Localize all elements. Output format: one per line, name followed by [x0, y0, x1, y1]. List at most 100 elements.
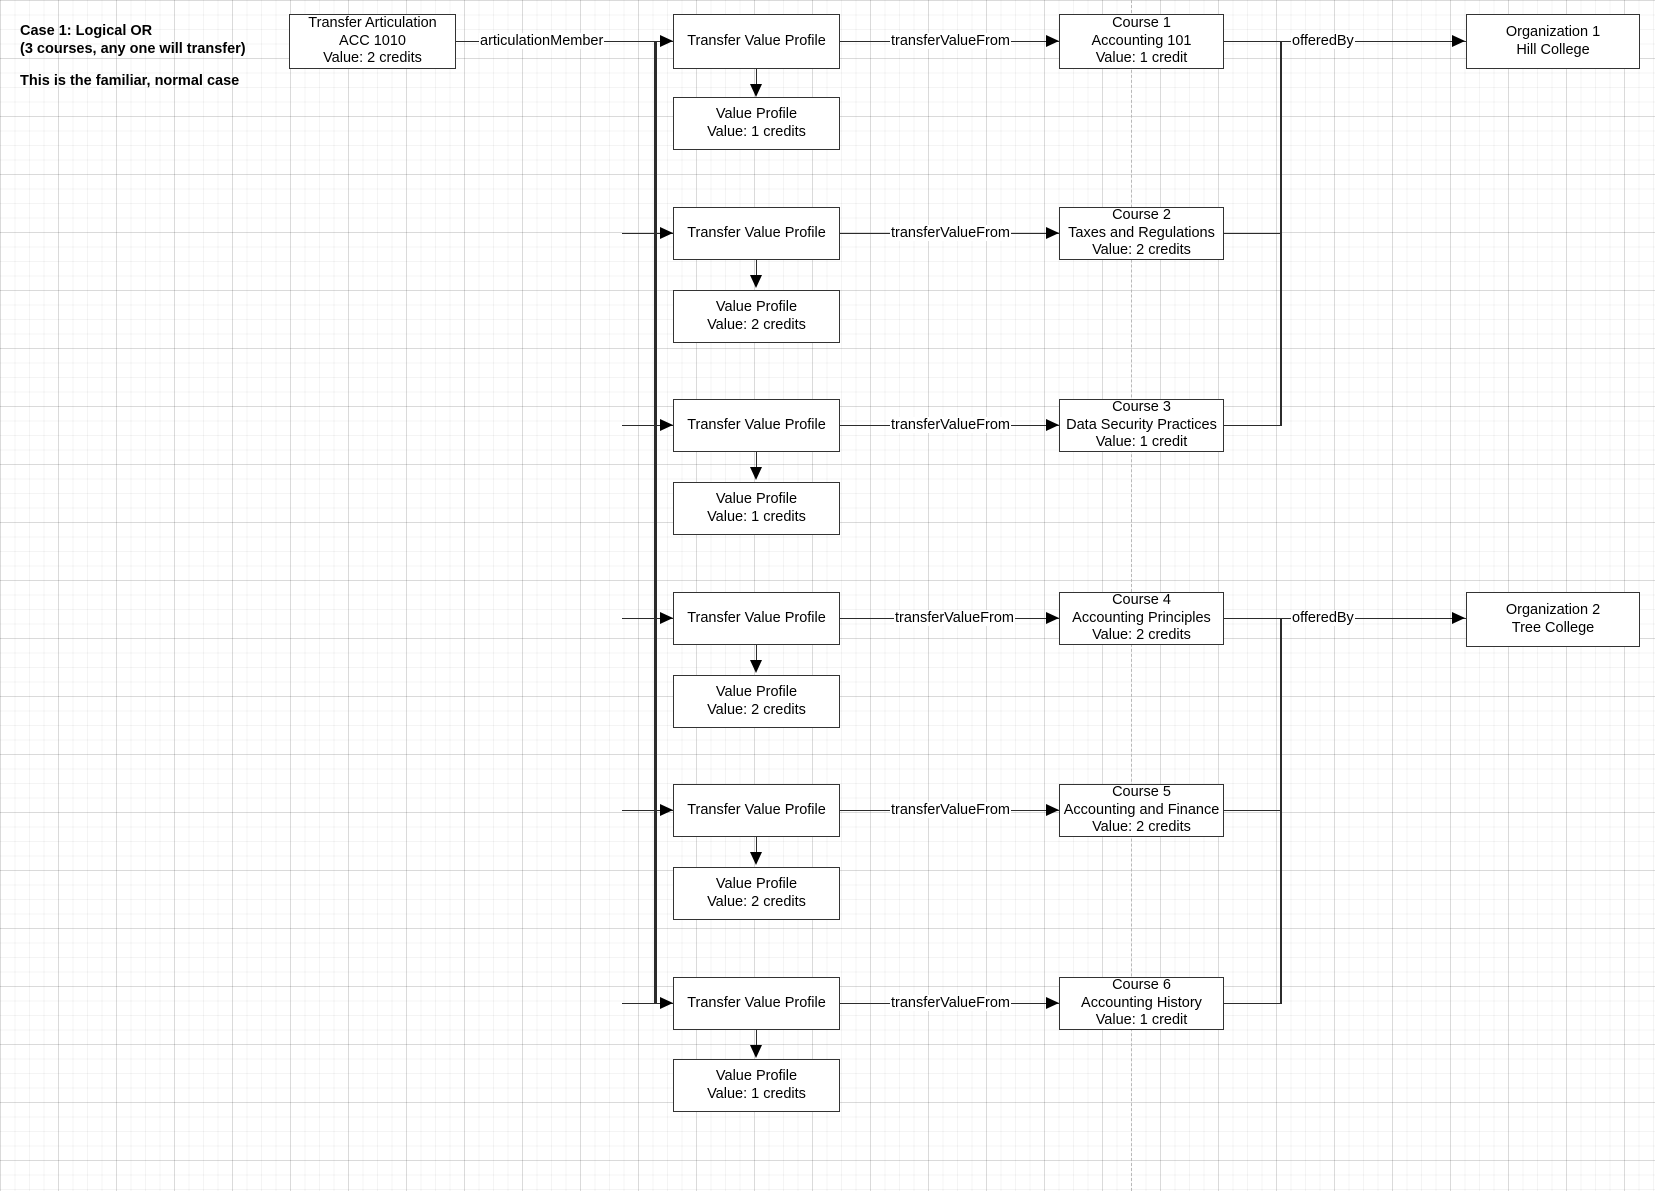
node-transfer-value-profile-6[interactable]: Transfer Value Profile	[673, 977, 840, 1030]
trunk-branch-row-5	[622, 809, 673, 812]
arrowhead-into-organization-2	[1452, 611, 1465, 624]
tvp-label-2: Transfer Value Profile	[687, 224, 826, 241]
course-line3-2: Value: 2 credits	[1092, 242, 1191, 259]
arrowhead-into-tvp-4	[660, 611, 673, 624]
edge-label-transfer-value-from-6: transferValueFrom	[890, 995, 1011, 1011]
node-transfer-value-profile-4[interactable]: Transfer Value Profile	[673, 592, 840, 645]
course-line2-6: Accounting History	[1081, 994, 1202, 1011]
edge-label-transfer-value-from-2: transferValueFrom	[890, 225, 1011, 241]
vp-line2-6: Value: 1 credits	[707, 1085, 806, 1102]
edge-label-transfer-value-from-1: transferValueFrom	[890, 33, 1011, 49]
org-1-collector-vertical	[1280, 40, 1282, 426]
node-value-profile-4[interactable]: Value Profile Value: 2 credits	[673, 675, 840, 728]
arrowhead-into-vp-3	[750, 467, 762, 480]
arrowhead-into-course-2	[1046, 226, 1059, 239]
organization-line1-2: Organization 2	[1505, 602, 1601, 618]
tvp-label-1: Transfer Value Profile	[687, 32, 826, 49]
vp-line2-5: Value: 2 credits	[707, 893, 806, 910]
course-4-to-org-bus-line	[1224, 617, 1282, 620]
trunk-branch-row-6	[622, 1002, 673, 1005]
trunk-vertical-line	[654, 40, 657, 1004]
course-line2-3: Data Security Practices	[1066, 416, 1217, 433]
tvp-to-vp-line-5	[755, 837, 758, 854]
tvp-label-5: Transfer Value Profile	[687, 801, 826, 818]
course-line2-1: Accounting 101	[1091, 32, 1192, 49]
node-course-2[interactable]: Course 2 Taxes and Regulations Value: 2 …	[1059, 207, 1224, 260]
node-organization-2[interactable]: Organization 2 Tree College	[1466, 592, 1640, 647]
node-transfer-value-profile-3[interactable]: Transfer Value Profile	[673, 399, 840, 452]
node-transfer-value-profile-5[interactable]: Transfer Value Profile	[673, 784, 840, 837]
arrowhead-into-course-6	[1046, 996, 1059, 1009]
course-line3-1: Value: 1 credit	[1095, 50, 1188, 67]
edge-label-offered-by-1: offeredBy	[1291, 33, 1355, 49]
arrowhead-into-vp-6	[750, 1045, 762, 1058]
node-transfer-articulation[interactable]: Transfer Articulation ACC 1010 Value: 2 …	[289, 14, 456, 69]
arrowhead-into-course-1	[1046, 34, 1059, 47]
articulation-line2: ACC 1010	[339, 32, 406, 49]
organization-line2-2: Tree College	[1511, 619, 1595, 636]
course-line1-1: Course 1	[1112, 15, 1171, 32]
node-value-profile-6[interactable]: Value Profile Value: 1 credits	[673, 1059, 840, 1112]
node-transfer-value-profile-1[interactable]: Transfer Value Profile	[673, 14, 840, 69]
node-value-profile-2[interactable]: Value Profile Value: 2 credits	[673, 290, 840, 343]
vp-line1-3: Value Profile	[715, 491, 798, 507]
organization-line2-1: Hill College	[1516, 41, 1590, 58]
articulation-line3: Value: 2 credits	[323, 50, 422, 67]
course-line3-3: Value: 1 credit	[1095, 434, 1188, 451]
arrowhead-into-course-4	[1046, 611, 1059, 624]
course-1-to-org-bus-line	[1224, 40, 1282, 43]
case-title-line2: (3 courses, any one will transfer)	[20, 41, 246, 57]
arrowhead-into-tvp-2	[660, 226, 673, 239]
tvp-to-vp-line-4	[755, 645, 758, 662]
node-value-profile-3[interactable]: Value Profile Value: 1 credits	[673, 482, 840, 535]
vp-line1-2: Value Profile	[715, 299, 798, 315]
node-value-profile-1[interactable]: Value Profile Value: 1 credits	[673, 97, 840, 150]
vp-line1-4: Value Profile	[715, 684, 798, 700]
arrowhead-into-vp-5	[750, 852, 762, 865]
course-line1-2: Course 2	[1112, 207, 1171, 224]
arrowhead-into-tvp-3	[660, 418, 673, 431]
course-line3-6: Value: 1 credit	[1095, 1012, 1188, 1029]
tvp-to-vp-line-6	[755, 1030, 758, 1047]
org-2-collector-vertical	[1280, 617, 1282, 1004]
trunk-branch-row-4	[622, 617, 673, 620]
node-organization-1[interactable]: Organization 1 Hill College	[1466, 14, 1640, 69]
node-course-5[interactable]: Course 5 Accounting and Finance Value: 2…	[1059, 784, 1224, 837]
tvp-to-vp-line-2	[755, 260, 758, 277]
arrowhead-into-course-5	[1046, 803, 1059, 816]
edge-label-articulation-member: articulationMember	[479, 33, 605, 49]
case-note: This is the familiar, normal case	[20, 73, 240, 89]
vp-line1-1: Value Profile	[715, 106, 798, 122]
node-course-6[interactable]: Course 6 Accounting History Value: 1 cre…	[1059, 977, 1224, 1030]
edge-label-offered-by-2: offeredBy	[1291, 610, 1355, 626]
course-line1-4: Course 4	[1112, 592, 1171, 609]
tvp-to-vp-line-1	[755, 69, 758, 89]
course-6-to-org-bus-line	[1224, 1002, 1282, 1005]
vp-line2-4: Value: 2 credits	[707, 701, 806, 718]
course-2-to-org-bus-line	[1224, 232, 1282, 235]
node-transfer-value-profile-2[interactable]: Transfer Value Profile	[673, 207, 840, 260]
edge-label-transfer-value-from-3: transferValueFrom	[890, 417, 1011, 433]
tvp-label-4: Transfer Value Profile	[687, 609, 826, 626]
vp-line2-1: Value: 1 credits	[707, 123, 806, 140]
tvp-label-6: Transfer Value Profile	[687, 994, 826, 1011]
trunk-branch-row-2	[622, 232, 673, 235]
course-line2-5: Accounting and Finance	[1063, 801, 1220, 818]
articulation-line1: Transfer Articulation	[308, 15, 437, 32]
vp-line2-3: Value: 1 credits	[707, 508, 806, 525]
node-value-profile-5[interactable]: Value Profile Value: 2 credits	[673, 867, 840, 920]
course-line2-2: Taxes and Regulations	[1068, 224, 1215, 241]
trunk-branch-row-3	[622, 424, 673, 427]
node-course-4[interactable]: Course 4 Accounting Principles Value: 2 …	[1059, 592, 1224, 645]
course-line3-5: Value: 2 credits	[1092, 819, 1191, 836]
node-course-1[interactable]: Course 1 Accounting 101 Value: 1 credit	[1059, 14, 1224, 69]
edge-label-transfer-value-from-4: transferValueFrom	[894, 610, 1015, 626]
node-course-3[interactable]: Course 3 Data Security Practices Value: …	[1059, 399, 1224, 452]
arrowhead-into-tvp-5	[660, 803, 673, 816]
vp-line1-5: Value Profile	[715, 876, 798, 892]
course-line1-5: Course 5	[1112, 784, 1171, 801]
organization-line1-1: Organization 1	[1505, 24, 1601, 40]
edge-offered-by-line-1	[1280, 40, 1466, 43]
edge-offered-by-line-2	[1280, 617, 1466, 620]
